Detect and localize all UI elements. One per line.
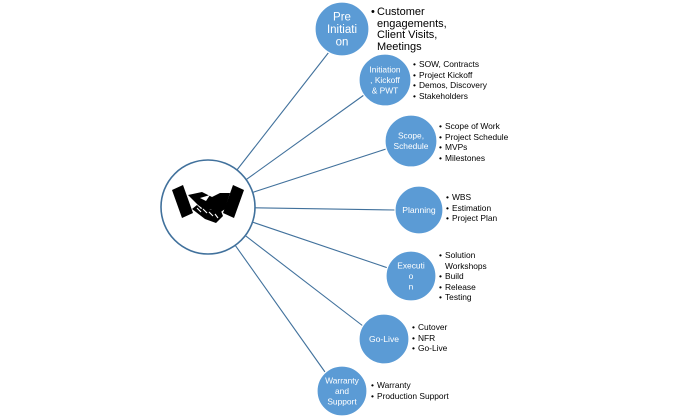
stage-circle-pre-initiation <box>314 1 370 57</box>
stage-label-line: Initiati <box>327 24 357 36</box>
stage-label-line: Go-Live <box>369 334 399 344</box>
stage-item: WBS <box>446 192 497 203</box>
stage-node-go-live: Go-Live <box>358 313 410 365</box>
stage-items-pre-initiation: Customer engagements, Client Visits, Mee… <box>371 6 463 53</box>
stage-label-line: Executi <box>397 260 425 270</box>
stage-item: Scope of Work <box>439 121 508 132</box>
stage-item: Warranty <box>371 380 449 391</box>
stage-item: Customer engagements, Client Visits, Mee… <box>371 6 463 53</box>
stage-label-line: Initiation <box>369 64 401 74</box>
stage-item: Release <box>439 282 495 293</box>
stage-item: Project Schedule <box>439 132 508 143</box>
stage-label-line: , Kickoff <box>370 75 400 85</box>
stage-item: Estimation <box>446 203 497 214</box>
stage-item: Solution Workshops <box>439 250 495 271</box>
stage-label-line: Planning <box>402 205 436 215</box>
connector-go-live <box>244 235 364 327</box>
stage-label-line: Pre <box>333 12 351 24</box>
stage-item: MVPs <box>439 142 508 153</box>
stage-item: SOW, Contracts <box>413 59 487 70</box>
stage-item: Build <box>439 271 495 282</box>
stage-circle-warranty-support <box>316 365 368 416</box>
stage-circle-go-live <box>358 313 410 365</box>
thumb-gap-icon <box>200 195 210 201</box>
stage-item: Cutover <box>412 322 447 333</box>
stage-circle-initiation <box>358 53 412 107</box>
stage-label-line: n <box>409 281 414 291</box>
right-sleeve-icon <box>223 185 244 218</box>
hub <box>160 159 256 255</box>
connector-warranty-support <box>234 244 326 373</box>
connector-execution <box>252 221 389 269</box>
front-fingers-icon <box>192 205 223 223</box>
back-hand-icon <box>188 192 230 214</box>
stage-item: Go-Live <box>412 343 447 354</box>
stage-circle-scope-schedule <box>384 114 438 168</box>
stage-node-planning: Planning <box>394 185 444 235</box>
stage-node-initiation: Initiation, Kickoff& PWT <box>358 53 412 107</box>
connector-planning <box>254 207 396 211</box>
handshake-icon <box>172 185 244 223</box>
stage-label-line: and <box>335 386 349 396</box>
stage-label-line: Warranty <box>325 375 359 385</box>
stage-node-scope-schedule: Scope,Schedule <box>384 114 438 168</box>
left-sleeve-icon <box>172 185 193 218</box>
stage-item: Project Kickoff <box>413 70 487 81</box>
stage-item: Testing <box>439 292 495 303</box>
finger-gaps-icon <box>196 207 219 219</box>
stage-item: Stakeholders <box>413 91 487 102</box>
stage-label-line: Scope, <box>398 131 424 141</box>
connector-scope-schedule <box>252 148 387 193</box>
stage-items-initiation: SOW, Contracts Project Kickoff Demos, Di… <box>413 59 487 101</box>
stage-label-line: Schedule <box>394 141 429 151</box>
stage-item: Project Plan <box>446 213 497 224</box>
stage-label-line: Support <box>327 396 357 406</box>
stage-items-execution: Solution Workshops Build Release Testing <box>439 250 495 303</box>
stage-item: Production Support <box>371 391 449 402</box>
stage-items-planning: WBS Estimation Project Plan <box>446 192 497 224</box>
stage-label-line: & PWT <box>372 85 399 95</box>
connector-initiation <box>245 94 365 181</box>
stage-label-line: o <box>409 271 414 281</box>
stage-item: Demos, Discovery <box>413 80 487 91</box>
stage-label-line: on <box>336 37 349 49</box>
connectors <box>234 51 396 373</box>
stage-item: Milestones <box>439 153 508 164</box>
stage-circle-execution <box>385 250 437 302</box>
stage-items-go-live: Cutover NFR Go-Live <box>412 322 447 354</box>
stage-items-warranty-support: Warranty Production Support <box>371 380 449 401</box>
stage-item: NFR <box>412 333 447 344</box>
stage-circle-planning <box>394 185 444 235</box>
stage-items-scope-schedule: Scope of Work Project Schedule MVPs Mile… <box>439 121 508 163</box>
connector-pre-initiation <box>236 51 330 171</box>
